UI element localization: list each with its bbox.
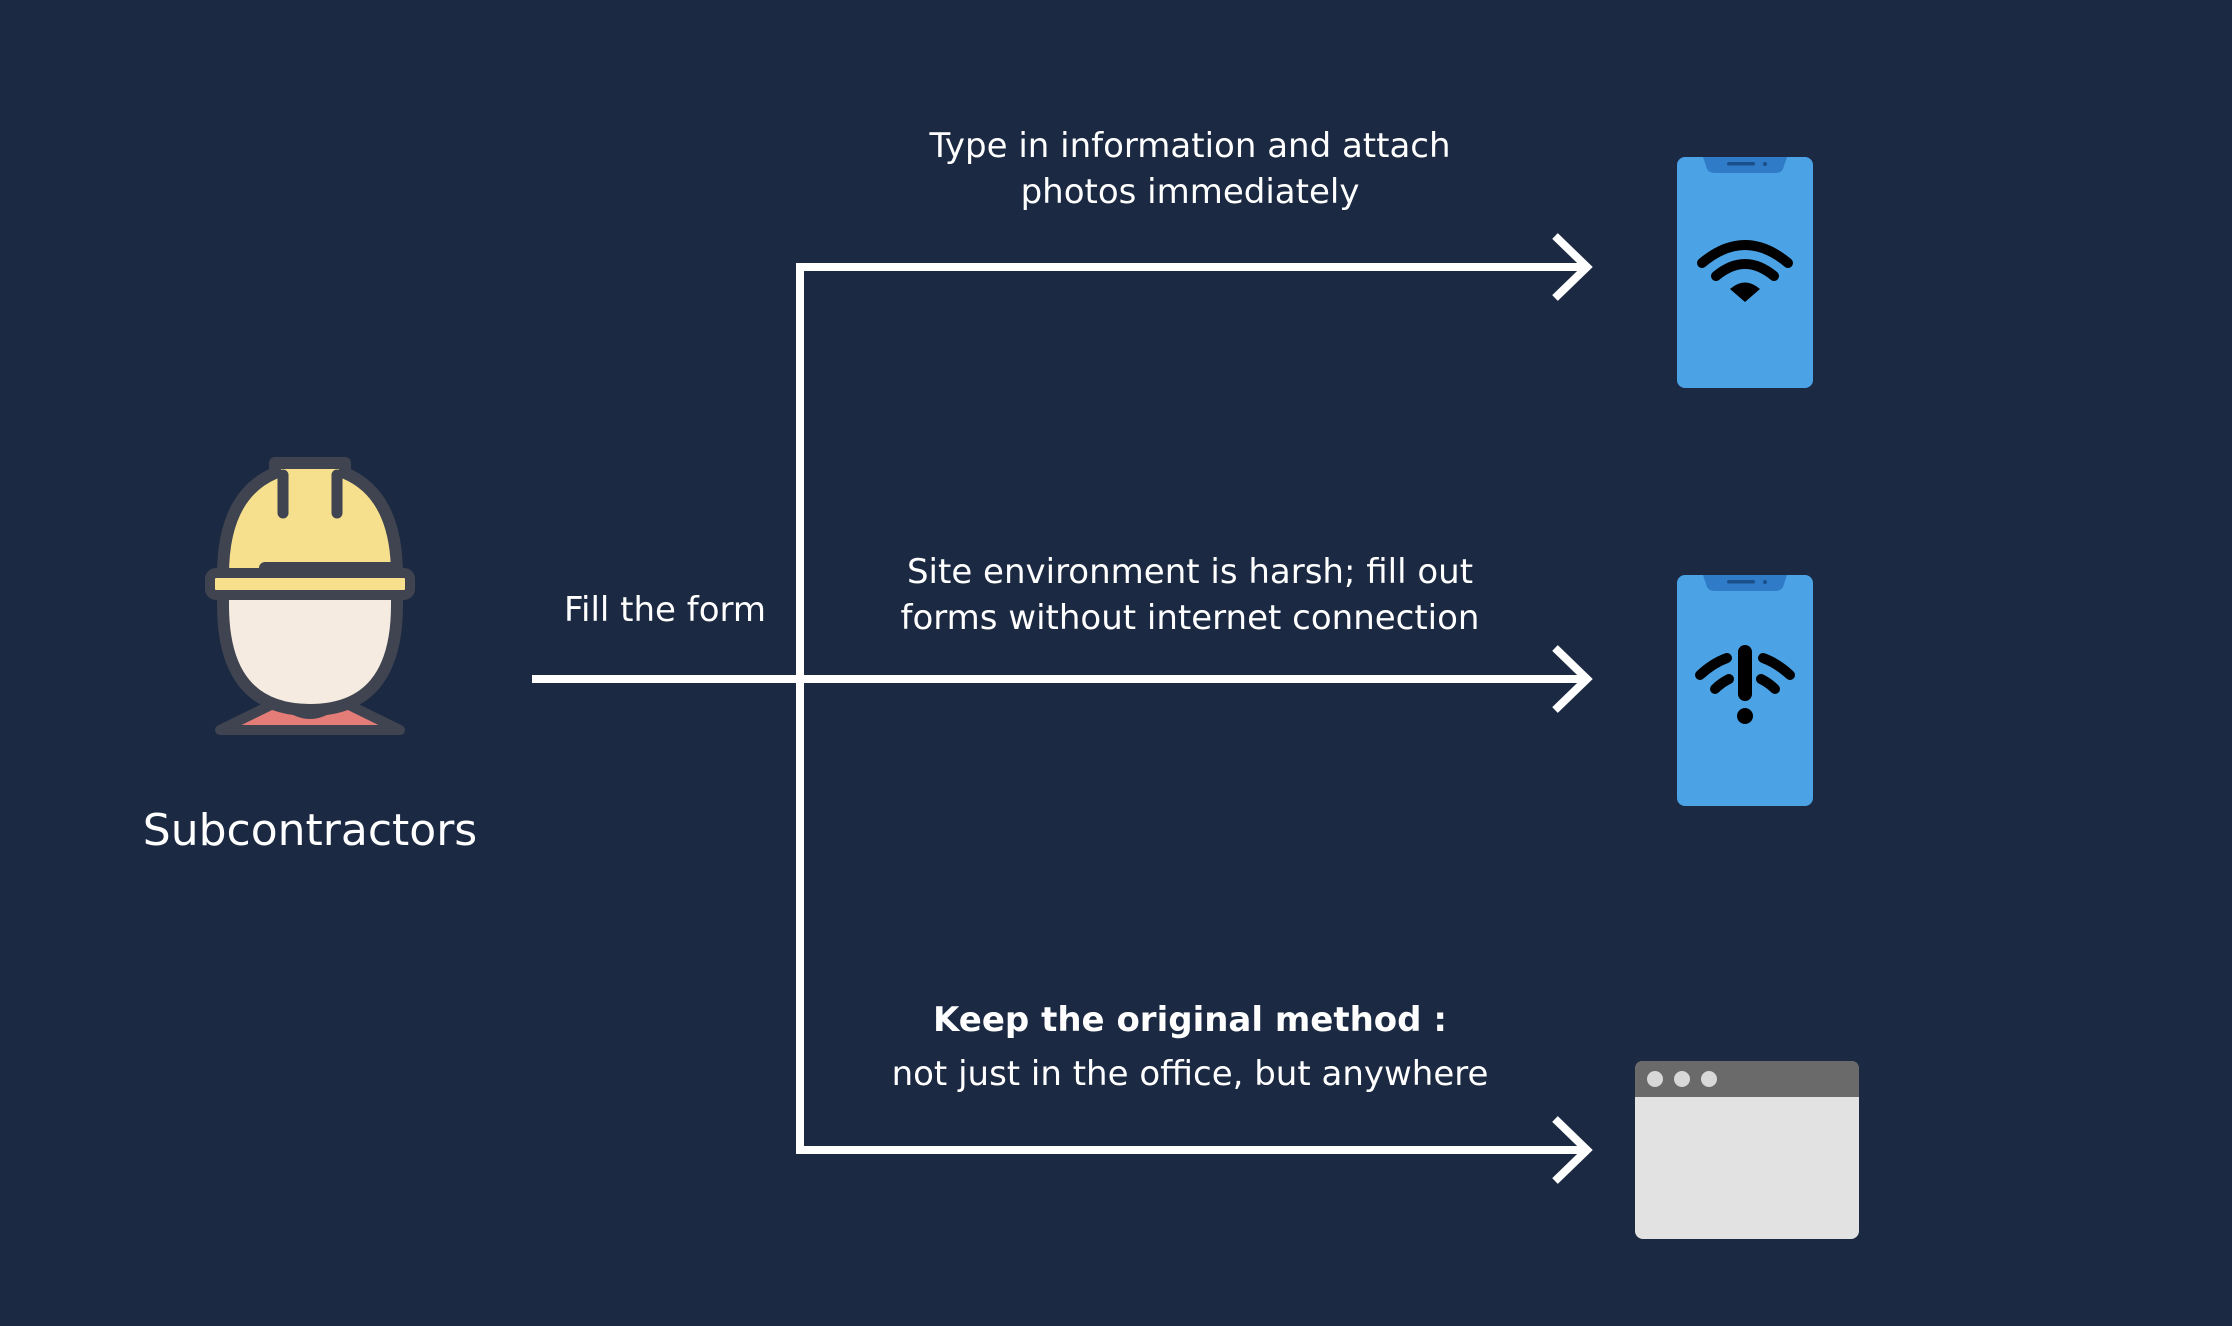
branch-online-line1: Type in information and attach [929,126,1451,166]
action-label: Fill the form [563,590,767,630]
actor-label: Subcontractors [142,805,478,856]
phone-no-wifi-icon [1677,575,1813,806]
branch-label-online: Type in information and attach photos im… [860,123,1520,215]
branch-offline-line2: forms without internet connection [900,598,1480,638]
browser-window-icon [1635,1061,1859,1239]
branch-online-line2: photos immediately [1020,172,1360,212]
branch-label-offline: Site environment is harsh; fill out form… [860,549,1520,641]
arrowhead-offline-icon [1552,645,1593,713]
arrowhead-online-icon [1552,233,1593,301]
construction-worker-icon [205,457,415,735]
branch-offline-line1: Site environment is harsh; fill out [906,552,1474,592]
phone-wifi-icon [1677,157,1813,388]
branch-web-line2: not just in the office, but anywhere [891,1054,1489,1094]
branch-web-heading: Keep the original method : [933,1000,1447,1040]
branch-label-web: Keep the original method : not just in t… [860,993,1520,1101]
arrowhead-web-icon [1552,1116,1593,1184]
